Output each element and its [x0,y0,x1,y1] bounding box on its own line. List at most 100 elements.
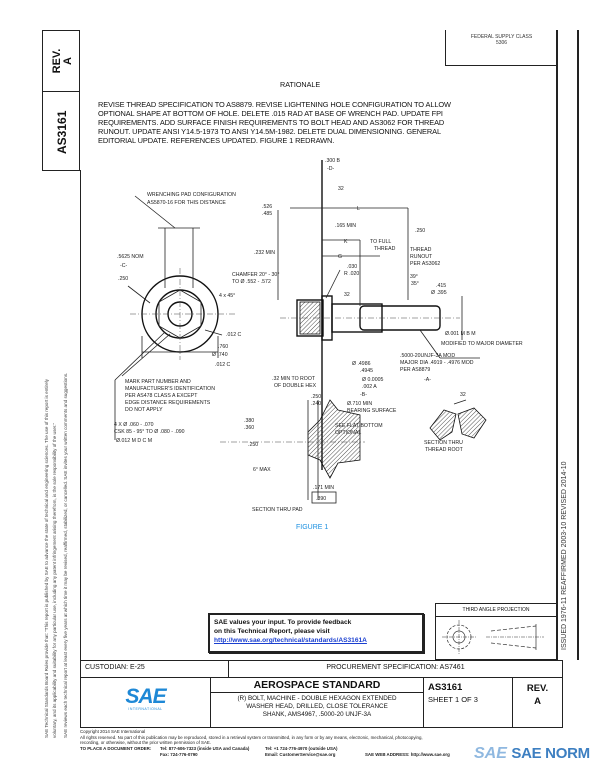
label-39deg: 39° [410,274,418,280]
fcf-runout-2: .012 C [215,362,231,368]
label-thread-spec-3: PER AS8879 [400,367,430,373]
label-g: G [338,254,342,260]
datum-c: -C- [120,263,127,269]
feedback-box: SAE values your input. To provide feedba… [208,613,424,653]
label-runout-1: THREAD [410,247,432,253]
label-flat-bottom: SEE FLAT BOTTOM [335,423,383,429]
label-section-pad: SECTION THRU PAD [252,507,303,513]
label-wrench-pad: WRENCHING PAD CONFIGURATION [147,192,236,198]
feedback-line-2: on this Technical Report, please visit [214,628,330,635]
finish-32-c: 32 [460,392,466,398]
custodian-cell: CUSTODIAN: E-25 [80,660,229,678]
title-line-3: SHANK, AMS4967, .5000-20 UNJF-3A [262,711,372,718]
document-heading: AEROSPACE STANDARD [211,678,423,693]
label-mark-1: MARK PART NUMBER AND [125,379,191,385]
label-l: L [357,206,360,212]
datum-d: -D- [327,166,334,172]
fax: Fax: 724-776-0790 [160,751,198,757]
label-chamfer-2: TO Ø .552 - .572 [232,279,271,285]
frame-right-outer-line [577,30,579,660]
title-line-2: WASHER HEAD, DRILLED, CLOSE TOLERANCE [246,703,388,710]
label-240: .240 [311,401,321,407]
label-k: K [344,239,348,245]
sheet-number: SHEET 1 OF 3 [428,695,478,704]
frame-left-line [80,170,81,728]
watermark-text: SAE NORM [511,745,590,762]
label-section-root-1: SECTION THRU [424,440,463,446]
label-runout-2: RUNOUT [410,254,433,260]
tel-intl: Tel: +1 724-776-4970 (outside USA) [265,745,338,751]
label-390: .390 [316,496,326,502]
label-r020: R .020 [344,271,359,277]
label-6deg-max: 6° MAX [253,467,271,473]
label-chamfer-4x45: 4 x 45° [219,293,235,299]
doc-number: AS3161 [428,682,463,693]
procurement-text: PROCUREMENT SPECIFICATION: AS7461 [326,664,465,671]
label-mark-3: PER AS478 CLASS A EXCEPT [125,393,198,399]
order-label: TO PLACE A DOCUMENT ORDER: [80,745,152,751]
label-165-min: .165 MIN [335,223,356,229]
sae-logo-text: SAE [125,685,166,708]
label-double-hex: OF DOUBLE HEX [274,383,317,389]
label-section-root-2: THREAD ROOT [425,447,464,453]
fcf-straightness: Ø 0.0005 [362,377,383,383]
federal-supply-class-box: FEDERAL SUPPLY CLASS 5306 [445,30,557,66]
sae-logo-sub: INTERNATIONAL [128,707,163,711]
label-171-min: .171 MIN [313,485,334,491]
fcf-position: Ø.012 M D C M [116,438,152,444]
rev-cell: REV. A [512,677,563,728]
label-pad-nom: .5625 NOM [117,254,144,260]
label-thread-spec-1: .5000-20UNJF-3A MOD [400,353,455,359]
label-min-root: .32 MIN TO ROOT [272,376,316,382]
label-wrench-pad-2: AS5870-16 FOR THIS DISTANCE [147,200,226,206]
sae-norm-watermark: SAE SAE NORM [474,745,590,763]
fsc-value: 5306 [495,40,508,46]
footer: Copyright 2014 SAE International All rig… [80,729,468,758]
label-mark-2: MANUFACTURER'S IDENTIFICATION [125,386,215,392]
rev-value: A [534,696,541,707]
email: Email: CustomerService@sae.org [265,751,336,757]
tel-na: Tel: 877-606-7323 (inside USA and Canada… [160,745,250,751]
fcf-runout-a: .002 A [362,384,377,390]
label-250-d: .250 [248,442,258,448]
label-250-a: .250 [118,276,128,282]
rights-line-1: All rights reserved. No part of this pub… [80,734,423,740]
figure-caption: FIGURE 1 [296,524,329,531]
label-mark-4: EDGE DISTANCE REQUIREMENTS [125,400,211,406]
section-thru-pad [220,399,365,504]
rationale-title: RATIONALE [280,80,321,89]
label-030: .030 [347,264,357,270]
label-526: .526 [262,204,272,210]
label-380: .380 [244,418,254,424]
label-4945: .4945 [360,368,373,374]
fcf-runout-1: .012 C [226,332,242,338]
label-thread: THREAD [374,246,396,252]
web-address: SAE WEB ADDRESS: http://www.sae.org [365,751,450,757]
rationale-body: REVISE THREAD SPECIFICATION TO AS8879. R… [98,100,451,145]
label-395: Ø .395 [431,290,447,296]
label-760: .760 [218,344,228,350]
label-250-b: .250 [415,228,425,234]
title-cell: AEROSPACE STANDARD (R) BOLT, MACHINE - D… [210,677,424,728]
title-line-1: (R) BOLT, MACHINE - DOUBLE HEXAGON EXTEN… [237,695,397,702]
label-4986: Ø .4986 [352,361,371,367]
rev-label: REV. [526,683,549,694]
side-docnum-box: AS3161 [42,91,80,171]
feedback-line-1: SAE values your input. To provide feedba… [214,619,352,626]
label-to-full: TO FULL [370,239,391,245]
label-710-min: Ø.710 MIN [347,401,372,407]
copyright: Copyright 2014 SAE International [80,729,146,734]
section-thru-thread-root [429,399,487,441]
feedback-link[interactable]: http://www.sae.org/technical/standards/A… [214,637,367,644]
label-35deg: 35° [411,281,419,287]
label-thread-spec-2: MAJOR DIA .4919 - .4976 MOD [400,360,474,366]
rights-line-2: recording, or otherwise, without the pri… [80,740,212,746]
frame-right-line [556,30,558,660]
side-view [277,160,480,470]
figure-1-drawing: WRENCHING PAD CONFIGURATION AS5870-16 FO… [114,158,523,513]
doc-number-cell: AS3161 SHEET 1 OF 3 [423,677,513,728]
label-bearing: BEARING SURFACE [347,408,397,414]
third-angle-projection-box: THIRD ANGLE PROJECTION [435,603,557,660]
watermark-logo: SAE [474,745,507,762]
projection-title: THIRD ANGLE PROJECTION [436,604,556,617]
